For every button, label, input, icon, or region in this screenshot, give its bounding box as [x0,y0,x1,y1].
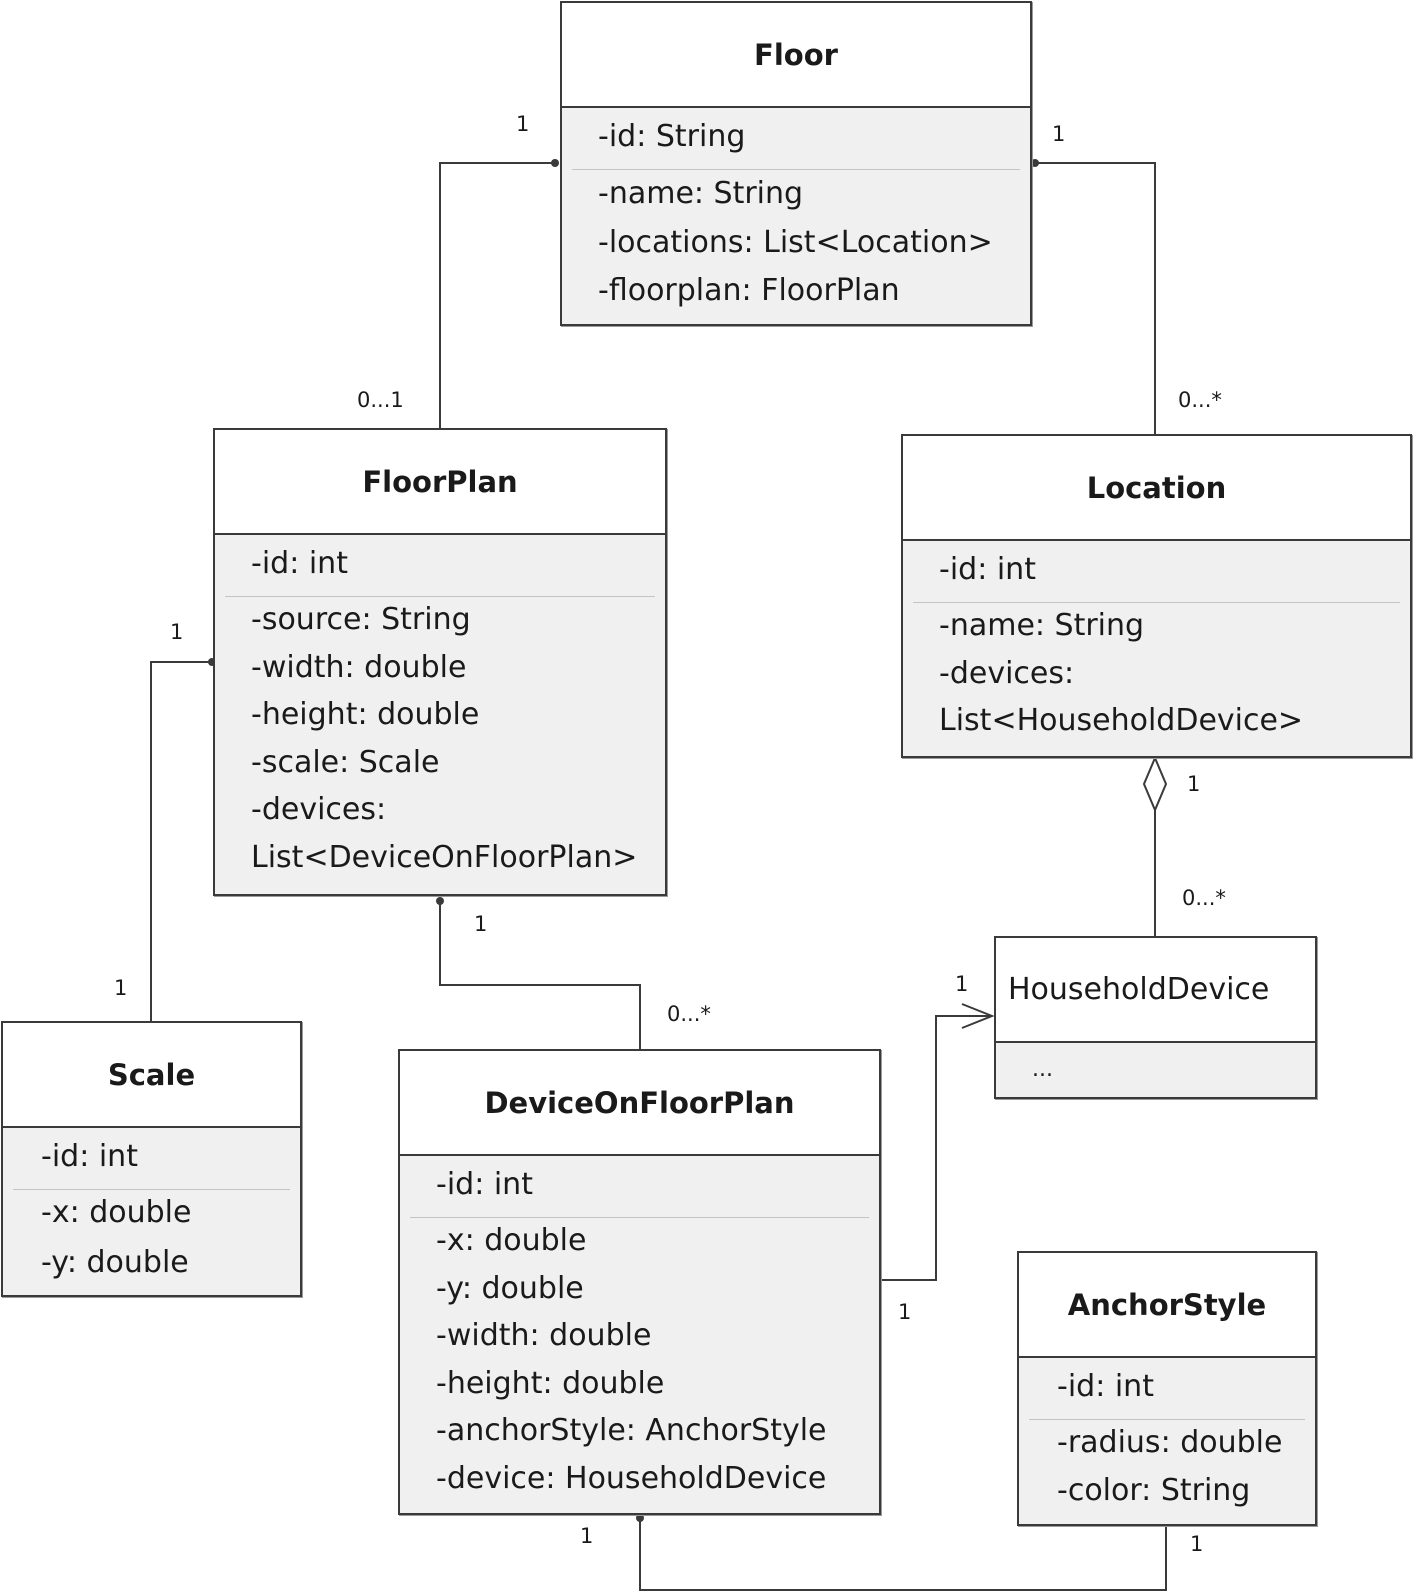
class-location-title: Location [903,436,1410,541]
attr-separator [410,1217,869,1218]
class-anchorstyle-attributes: -id: int -radius: double -color: String [1019,1358,1315,1524]
attr-separator [913,602,1400,603]
attr-anchorstyle-id: -id: int [1057,1369,1154,1404]
multiplicity-household-device: 1 [955,972,969,996]
attr-deviceonfloorplan-y: -y: double [436,1271,584,1306]
multiplicity-device-anchor: 1 [580,1524,594,1548]
attr-floorplan-scale: -scale: Scale [251,745,440,780]
attr-deviceonfloorplan-id: -id: int [436,1167,533,1202]
attr-deviceonfloorplan-height: -height: double [436,1366,665,1401]
attr-separator [13,1189,290,1190]
attr-scale-id: -id: int [41,1139,138,1174]
association-floor-location [1032,162,1156,434]
attr-householddevice-ellipsis: ... [1032,1057,1053,1082]
class-householddevice: HouseholdDevice ... [994,936,1317,1099]
class-deviceonfloorplan-attributes: -id: int -x: double -y: double -width: d… [400,1156,879,1513]
attr-location-devices-type: List<HouseholdDevice> [939,703,1304,738]
attr-location-devices: -devices: [939,656,1075,691]
attr-scale-x: -x: double [41,1195,192,1230]
class-scale: Scale -id: int -x: double -y: double [1,1021,302,1297]
attr-floorplan-height: -height: double [251,697,480,732]
attr-deviceonfloorplan-device: -device: HouseholdDevice [436,1461,827,1496]
multiplicity-device-household: 1 [898,1300,912,1324]
attr-anchorstyle-color: -color: String [1057,1473,1251,1508]
class-location: Location -id: int -name: String -devices… [901,434,1412,758]
association-floorplan-scale [150,661,214,1021]
multiplicity-floorplan-device: 1 [474,912,488,936]
class-anchorstyle: AnchorStyle -id: int -radius: double -co… [1017,1251,1317,1526]
class-floor: Floor -id: String -name: String -locatio… [560,1,1032,326]
attr-floorplan-id: -id: int [251,546,348,581]
attr-deviceonfloorplan-width: -width: double [436,1318,652,1353]
multiplicity-floorplan-scale: 1 [170,620,184,644]
multiplicity-device-floorplan: 0...* [667,1002,711,1026]
attr-deviceonfloorplan-x: -x: double [436,1223,587,1258]
composition-dot-floor-left [551,159,559,167]
multiplicity-anchor-device: 1 [1190,1532,1204,1556]
navigation-arrow-icon [961,1003,995,1029]
class-floor-title: Floor [562,3,1030,108]
multiplicity-location-household: 1 [1187,772,1201,796]
aggregation-diamond-icon [1142,755,1168,813]
association-deviceonfloorplan-anchorstyle [639,1514,1167,1591]
attr-floorplan-width: -width: double [251,650,467,685]
attr-floorplan-devices-type: List<DeviceOnFloorPlan> [251,840,638,875]
composition-dot-floorplan-bottom [436,897,444,905]
attr-floor-floorplan: -floorplan: FloorPlan [598,273,900,308]
attr-floor-name: -name: String [598,176,804,211]
association-deviceonfloorplan-householddevice [881,1015,992,1281]
class-deviceonfloorplan-title: DeviceOnFloorPlan [400,1051,879,1156]
class-householddevice-attributes: ... [996,1043,1315,1097]
class-floorplan-attributes: -id: int -source: String -width: double … [215,535,665,894]
attr-floorplan-devices: -devices: [251,792,387,827]
multiplicity-location-floor: 0...* [1178,388,1222,412]
association-floor-floorplan [439,162,557,428]
attr-location-name: -name: String [939,608,1145,643]
attr-floor-locations: -locations: List<Location> [598,225,993,260]
class-floorplan-title: FloorPlan [215,430,665,535]
attr-location-id: -id: int [939,552,1036,587]
class-deviceonfloorplan: DeviceOnFloorPlan -id: int -x: double -y… [398,1049,881,1515]
class-location-attributes: -id: int -name: String -devices: List<Ho… [903,541,1410,756]
multiplicity-household-location: 0...* [1182,886,1226,910]
class-floor-attributes: -id: String -name: String -locations: Li… [562,108,1030,324]
attr-anchorstyle-radius: -radius: double [1057,1425,1283,1460]
composition-dot-deviceonfloorplan-bottom [636,1514,644,1522]
attr-deviceonfloorplan-anchorstyle: -anchorStyle: AnchorStyle [436,1413,827,1448]
multiplicity-floor-floorplan: 1 [516,112,530,136]
class-floorplan: FloorPlan -id: int -source: String -widt… [213,428,667,896]
multiplicity-floorplan-floor: 0...1 [357,388,404,412]
class-scale-attributes: -id: int -x: double -y: double [3,1128,300,1295]
composition-dot-floor-right [1031,159,1039,167]
multiplicity-scale-floorplan: 1 [114,976,128,1000]
attr-scale-y: -y: double [41,1245,189,1280]
attr-separator [572,169,1020,170]
association-floorplan-deviceonfloorplan [439,898,641,1049]
class-scale-title: Scale [3,1023,300,1128]
attr-floorplan-source: -source: String [251,602,471,637]
attr-floor-id: -id: String [598,119,746,154]
multiplicity-floor-location: 1 [1052,122,1066,146]
attr-separator [1029,1419,1305,1420]
class-householddevice-title: HouseholdDevice [996,938,1315,1043]
class-anchorstyle-title: AnchorStyle [1019,1253,1315,1358]
attr-separator [225,596,655,597]
